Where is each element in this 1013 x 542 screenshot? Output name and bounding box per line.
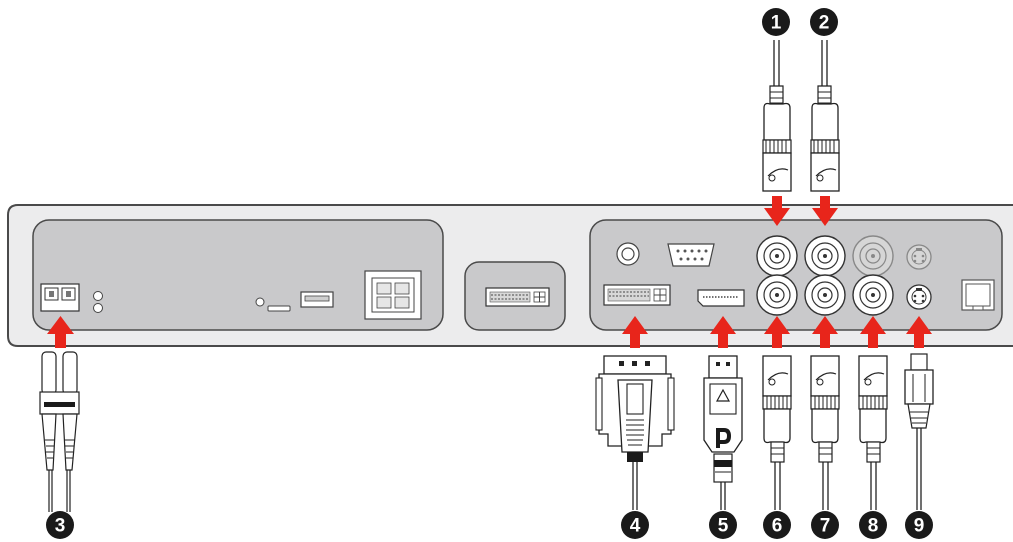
displayport-port	[697, 289, 745, 307]
triangle-icon	[715, 388, 731, 402]
callout-6: 6	[763, 511, 791, 539]
callout-label-5: 5	[718, 516, 729, 537]
arrow-4	[622, 316, 648, 348]
svideo-cable	[904, 353, 934, 510]
bnc-cable-6	[762, 355, 792, 510]
callout-label-2: 2	[819, 13, 830, 34]
bnc-socket-8	[852, 274, 894, 316]
callout-label-8: 8	[868, 516, 879, 537]
bnc-cable-8	[858, 355, 888, 510]
left-recess	[32, 219, 444, 331]
callout-label-3: 3	[55, 516, 66, 537]
fiber-port	[40, 283, 80, 312]
micro-usb-port	[267, 305, 291, 312]
displayport-logo-icon	[716, 428, 731, 448]
arrow-6	[764, 316, 790, 348]
callout-5: 5	[709, 511, 737, 539]
callout-8: 8	[859, 511, 887, 539]
bnc-socket-grey	[852, 235, 894, 277]
arrow-8	[860, 316, 886, 348]
callout-3: 3	[46, 511, 74, 539]
svideo-socket-9	[906, 284, 932, 310]
arrow-3	[47, 316, 74, 348]
dvi-port-right	[603, 284, 671, 306]
bnc-cable-2	[810, 40, 840, 192]
arrow-9	[906, 316, 932, 348]
callout-label-9: 9	[914, 516, 925, 537]
displayport-cable	[703, 355, 743, 510]
rj-port	[961, 279, 995, 311]
callout-7: 7	[811, 511, 839, 539]
ground-post	[616, 242, 640, 266]
bnc-cable-1	[762, 40, 792, 192]
arrow-5	[710, 316, 736, 348]
bnc-cable-7	[810, 355, 840, 510]
callout-label-6: 6	[772, 516, 783, 537]
callout-2: 2	[810, 8, 838, 36]
right-recess	[589, 219, 1003, 331]
arrow-7	[812, 316, 838, 348]
bnc-socket-7	[804, 274, 846, 316]
fiber-cable	[39, 351, 80, 512]
callout-1: 1	[762, 8, 790, 36]
power-port	[364, 270, 422, 320]
arrow-2	[812, 196, 838, 226]
svideo-socket-grey	[906, 244, 932, 270]
callout-label-4: 4	[630, 516, 641, 537]
dvi-port-middle	[485, 287, 550, 307]
reset-button	[255, 297, 265, 307]
dvi-cable	[595, 355, 675, 510]
callout-4: 4	[621, 511, 649, 539]
callout-label-1: 1	[771, 13, 782, 34]
status-leds	[93, 291, 103, 313]
bnc-socket-1	[756, 235, 798, 277]
usb-port	[300, 291, 334, 308]
arrow-1	[764, 196, 790, 226]
callout-label-7: 7	[820, 516, 831, 537]
bnc-socket-2	[804, 235, 846, 277]
serial-port	[667, 243, 715, 267]
callout-9: 9	[905, 511, 933, 539]
bnc-socket-6	[756, 274, 798, 316]
